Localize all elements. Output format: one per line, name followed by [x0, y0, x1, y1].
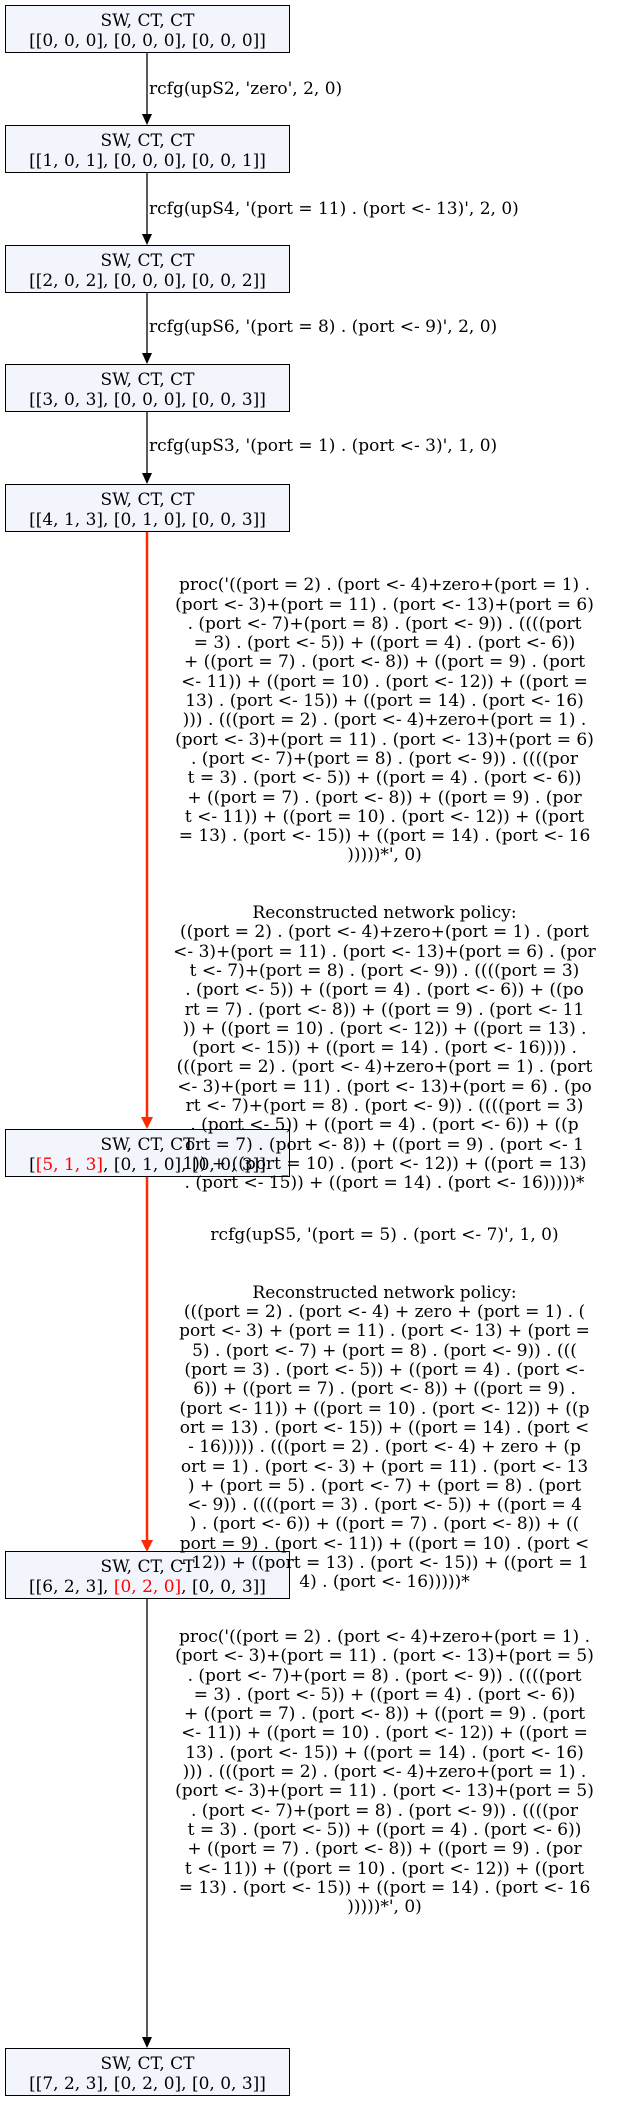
- edge-label-2: rcfg(upS6, '(port = 8) . (port <- 9)', 2…: [149, 317, 498, 337]
- edge-label-3: rcfg(upS3, '(port = 1) . (port <- 3)', 1…: [149, 436, 498, 456]
- arrowhead-icon: [141, 1540, 153, 1552]
- arrowhead-icon: [142, 2037, 152, 2048]
- node-state: [[0, 0, 0], [0, 0, 0], [0, 0, 0]]: [29, 31, 266, 51]
- state-node-7: SW, CT, CT [[7, 2, 3], [0, 2, 0], [0, 0,…: [5, 2048, 290, 2096]
- node-state-prefix: [[6, 2, 3],: [29, 1577, 114, 1597]
- node-state-changed: [0, 2, 0]: [113, 1577, 182, 1597]
- node-state-changed: [5, 1, 3]: [35, 1155, 104, 1175]
- node-title: SW, CT, CT: [100, 11, 195, 31]
- edge-label-6: proc('((port = 2) . (port <- 4)+zero+(po…: [175, 1627, 594, 1918]
- edge-label-5: rcfg(upS5, '(port = 5) . (port <- 7)', 1…: [152, 1207, 617, 1593]
- edge-label-4-policy: Reconstructed network policy: ((port = 2…: [173, 903, 596, 1194]
- node-state: [[7, 2, 3], [0, 2, 0], [0, 0, 3]]: [29, 2074, 266, 2094]
- arrowhead-icon: [142, 234, 152, 245]
- state-node-3: SW, CT, CT [[3, 0, 3], [0, 0, 0], [0, 0,…: [5, 364, 290, 412]
- edge-0: [142, 52, 152, 125]
- edge-label-4-action: proc('((port = 2) . (port <- 4)+zero+(po…: [175, 575, 594, 866]
- state-node-6: SW, CT, CT [[6, 2, 3], [0, 2, 0], [0, 0,…: [5, 1551, 290, 1599]
- node-title: SW, CT, CT: [100, 1557, 195, 1577]
- arrowhead-icon: [142, 473, 152, 484]
- arrowhead-icon: [142, 353, 152, 364]
- node-title: SW, CT, CT: [100, 251, 195, 271]
- node-title: SW, CT, CT: [100, 490, 195, 510]
- node-state: [[1, 0, 1], [0, 0, 0], [0, 0, 1]]: [29, 151, 266, 171]
- edge-label-4: proc('((port = 2) . (port <- 4)+zero+(po…: [152, 557, 617, 1194]
- node-state: [[6, 2, 3], [0, 2, 0], [0, 0, 3]]: [6, 1577, 289, 1597]
- node-state: [[2, 0, 2], [0, 0, 0], [0, 0, 2]]: [29, 271, 266, 291]
- node-title: SW, CT, CT: [100, 370, 195, 390]
- edge-label-5-action: rcfg(upS5, '(port = 5) . (port <- 7)', 1…: [210, 1225, 559, 1246]
- edge-label-5-policy: Reconstructed network policy: (((port = …: [179, 1282, 590, 1593]
- state-node-4: SW, CT, CT [[4, 1, 3], [0, 1, 0], [0, 0,…: [5, 484, 290, 532]
- node-state: [[5, 1, 3], [0, 1, 0], [0, 0, 3]]: [6, 1155, 289, 1175]
- node-state: [[3, 0, 3], [0, 0, 0], [0, 0, 3]]: [29, 390, 266, 410]
- edge-6: [142, 1598, 152, 2048]
- node-state-suffix: , [0, 1, 0], [0, 0, 3]]: [103, 1155, 266, 1175]
- node-title: SW, CT, CT: [100, 1135, 195, 1155]
- arrowhead-icon: [141, 1117, 153, 1129]
- node-state-prefix: [: [29, 1155, 36, 1175]
- edge-2: [142, 292, 152, 364]
- state-node-2: SW, CT, CT [[2, 0, 2], [0, 0, 0], [0, 0,…: [5, 245, 290, 293]
- edge-4-highlighted: [141, 531, 153, 1129]
- arrowhead-icon: [142, 114, 152, 125]
- state-node-0: SW, CT, CT [[0, 0, 0], [0, 0, 0], [0, 0,…: [5, 5, 290, 53]
- edge-5-highlighted: [141, 1176, 153, 1552]
- node-state: [[4, 1, 3], [0, 1, 0], [0, 0, 3]]: [29, 510, 266, 530]
- node-title: SW, CT, CT: [100, 2054, 195, 2074]
- state-node-5: SW, CT, CT [[5, 1, 3], [0, 1, 0], [0, 0,…: [5, 1129, 290, 1177]
- node-state-suffix: , [0, 0, 3]]: [181, 1577, 266, 1597]
- edge-3: [142, 411, 152, 484]
- edge-label-1: rcfg(upS4, '(port = 11) . (port <- 13)',…: [149, 199, 519, 219]
- state-node-1: SW, CT, CT [[1, 0, 1], [0, 0, 0], [0, 0,…: [5, 125, 290, 173]
- node-title: SW, CT, CT: [100, 131, 195, 151]
- edge-1: [142, 172, 152, 245]
- edge-label-0: rcfg(upS2, 'zero', 2, 0): [149, 79, 343, 99]
